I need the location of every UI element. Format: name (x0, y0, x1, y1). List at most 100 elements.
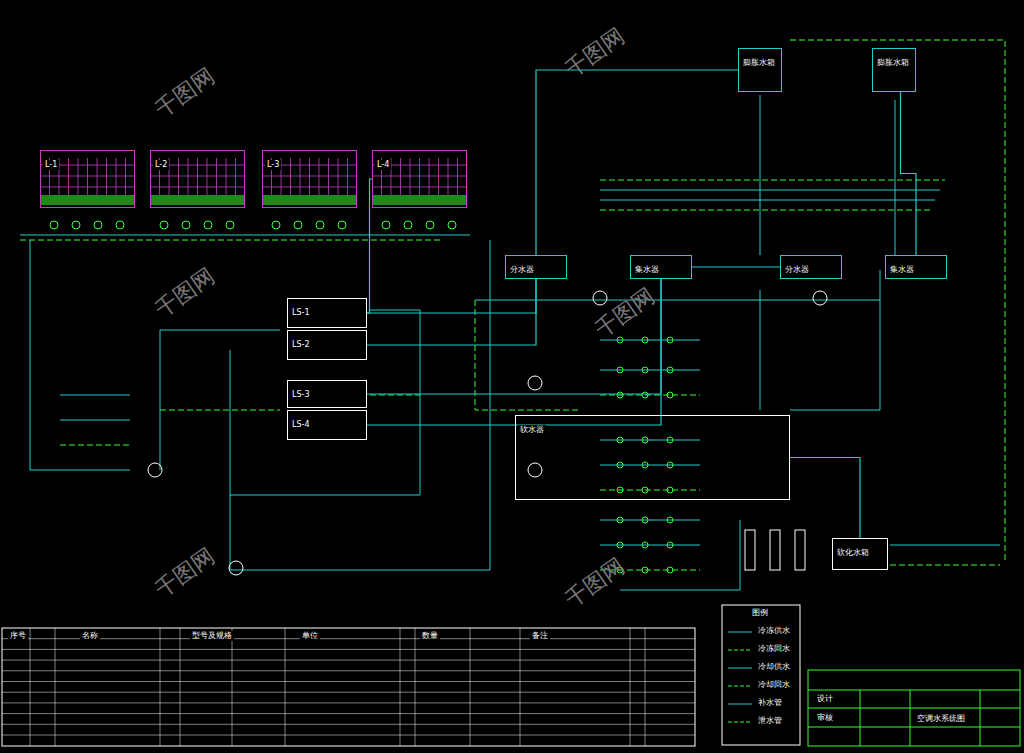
pipe-line (600, 340, 700, 341)
legend-sample (728, 722, 752, 723)
pipe-line (370, 395, 420, 396)
pipe-line (600, 370, 700, 371)
pipe-line (895, 100, 896, 255)
legend-text: 泄水管 (756, 716, 784, 726)
filter-vessel (745, 530, 755, 570)
title-block (808, 670, 1020, 746)
legend-text: 补水管 (756, 698, 784, 708)
legend-text: 冷冻回水 (756, 644, 792, 654)
watermark: 千图网 (149, 262, 221, 324)
equipment-label: L-2 (153, 160, 169, 170)
pipe-line (600, 210, 930, 211)
equipment-box: 软水器 (515, 415, 790, 500)
pipe-connector (367, 279, 661, 394)
equipment-label: LS-2 (290, 340, 312, 350)
drawing-note: 图例 (750, 608, 770, 618)
pipe-line (20, 240, 440, 241)
filter-vessel (795, 530, 805, 570)
valve-symbol (617, 517, 623, 523)
equipment-box: LS-3 (287, 380, 367, 408)
pipe-line (600, 190, 940, 191)
pump-symbol (229, 561, 243, 575)
valve-symbol (642, 337, 648, 343)
valve-symbol (617, 487, 623, 493)
pipe-connector (536, 70, 738, 255)
watermark: 千图网 (559, 22, 631, 84)
pipe-line (890, 565, 1000, 566)
pipe-line (790, 40, 1005, 560)
equipment-label: 集水器 (633, 265, 661, 275)
pipe-line (60, 395, 130, 396)
valve-symbol (617, 392, 623, 398)
pipe-line (160, 410, 280, 411)
pipe-line (790, 270, 880, 410)
tower-grid (262, 158, 357, 229)
equipment-box: L-4 (372, 150, 467, 208)
legend-sample (728, 668, 752, 669)
equipment-box: L-2 (150, 150, 245, 208)
valve-symbol (617, 337, 623, 343)
pipe-line (760, 95, 761, 255)
pipe-line (600, 465, 700, 466)
equipment-box: L-3 (262, 150, 357, 208)
tower-grid (150, 158, 245, 229)
valve-symbol (667, 337, 673, 343)
legend-sample (728, 686, 752, 687)
equipment-box: 分水器 (505, 255, 567, 279)
valve-symbol (642, 517, 648, 523)
equipment-label: LS-4 (290, 420, 312, 430)
drawing-note: 备注 (530, 631, 550, 641)
equipment-label: L-4 (375, 160, 391, 170)
filter-vessel (770, 530, 780, 570)
pipe-line (600, 520, 700, 521)
drawing-note: 空调水系统图 (915, 714, 967, 724)
pump-symbol (148, 463, 162, 477)
legend-sample (728, 650, 752, 651)
valve-symbol (642, 487, 648, 493)
legend-text: 冷却供水 (756, 662, 792, 672)
valve-symbol (667, 392, 673, 398)
pipe-line (600, 395, 700, 396)
watermark: 千图网 (149, 542, 221, 604)
valve-symbol (617, 462, 623, 468)
legend-text: 冷却回水 (756, 680, 792, 690)
valve-symbol (617, 437, 623, 443)
valve-symbol (642, 567, 648, 573)
equipment-box: LS-4 (287, 410, 367, 440)
equipment-label: 软水器 (518, 425, 546, 435)
drawing-note: 数量 (420, 631, 440, 641)
drawing-note: 设计 (815, 694, 835, 704)
drawing-note: 审核 (815, 713, 835, 723)
pump-symbol (528, 376, 542, 390)
equipment-label: L-1 (43, 160, 59, 170)
equipment-box: 集水器 (885, 255, 947, 279)
pipe-line (230, 240, 490, 570)
watermark: 千图网 (589, 282, 661, 344)
pipe-connector (367, 279, 536, 313)
equipment-box: 膨胀水箱 (738, 48, 782, 92)
pipe-connector (367, 279, 661, 425)
drawing-note: 型号及规格 (190, 631, 234, 641)
pipe-line (230, 310, 420, 495)
equipment-box: LS-1 (287, 298, 367, 328)
equipment-box: 膨胀水箱 (872, 48, 916, 92)
valve-symbol (617, 542, 623, 548)
pipe-line (60, 420, 130, 421)
pipe-line (600, 545, 700, 546)
valve-symbol (667, 367, 673, 373)
valve-symbol (617, 367, 623, 373)
legend-frame (722, 605, 800, 745)
equipment-label: L-3 (265, 160, 281, 170)
watermark: 千图网 (559, 552, 631, 614)
equipment-box: LS-2 (287, 330, 367, 360)
equipment-label: 集水器 (888, 265, 916, 275)
pump-symbol (593, 291, 607, 305)
pipe-line (160, 330, 280, 331)
pipe-line (30, 240, 130, 470)
equipment-label: 膨胀水箱 (741, 58, 777, 68)
drawing-note: 序号 (8, 631, 28, 641)
pipe-connector (790, 458, 860, 539)
pipe-line (20, 235, 470, 236)
